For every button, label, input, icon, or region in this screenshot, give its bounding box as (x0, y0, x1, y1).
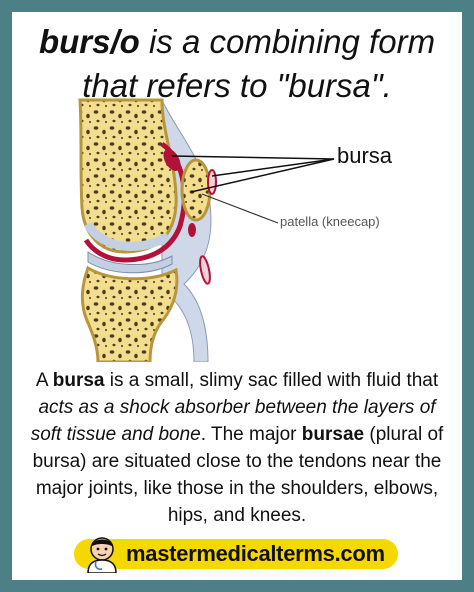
desc-part-3: . The major (200, 424, 302, 445)
title-line2: that refers to "bursa". (82, 67, 392, 104)
infrapatellar-bursa (199, 255, 211, 285)
bursa-leader-3 (190, 158, 335, 193)
bursa-label: bursa (337, 143, 393, 168)
desc-bold-bursa: bursa (52, 370, 105, 391)
suprapatellar-bursa (163, 149, 181, 171)
infographic-card: burs/o is a combining form that refers t… (12, 12, 462, 580)
title-term: burs/o (38, 23, 140, 60)
femur-cartilage (83, 221, 171, 251)
desc-part-1: A (35, 370, 53, 391)
knee-joint-diagram (78, 98, 335, 362)
doctor-mascot-icon (87, 537, 117, 573)
brand-badge[interactable]: mastermedicalterms.com (74, 537, 398, 573)
title-line1-rest: is a combining form (139, 23, 436, 60)
joint-capsule (83, 141, 187, 263)
tibia-bone (80, 265, 179, 362)
desc-part-4: (plural of bursa) are situated close to … (32, 424, 444, 526)
desc-bold-bursae: bursae (301, 424, 365, 445)
prepatellar-bursa (207, 169, 217, 195)
bursa-leader-1 (171, 155, 335, 160)
patella-label: patella (kneecap) (280, 214, 380, 229)
brand-site-link[interactable]: mastermedicalterms.com (126, 541, 385, 566)
patella-leader (201, 193, 279, 224)
page-title: burs/o is a combining form that refers t… (12, 20, 462, 108)
joint-space (87, 251, 173, 274)
deep-bursa (188, 223, 196, 237)
patella-bone (180, 158, 212, 222)
desc-italic-shock: acts as a shock absorber between the lay… (30, 397, 436, 445)
description-paragraph: A bursa is a small, slimy sac filled wit… (26, 367, 448, 529)
desc-part-2: is a small, slimy sac filled with fluid … (104, 370, 439, 391)
bursa-leader-2 (211, 158, 335, 177)
